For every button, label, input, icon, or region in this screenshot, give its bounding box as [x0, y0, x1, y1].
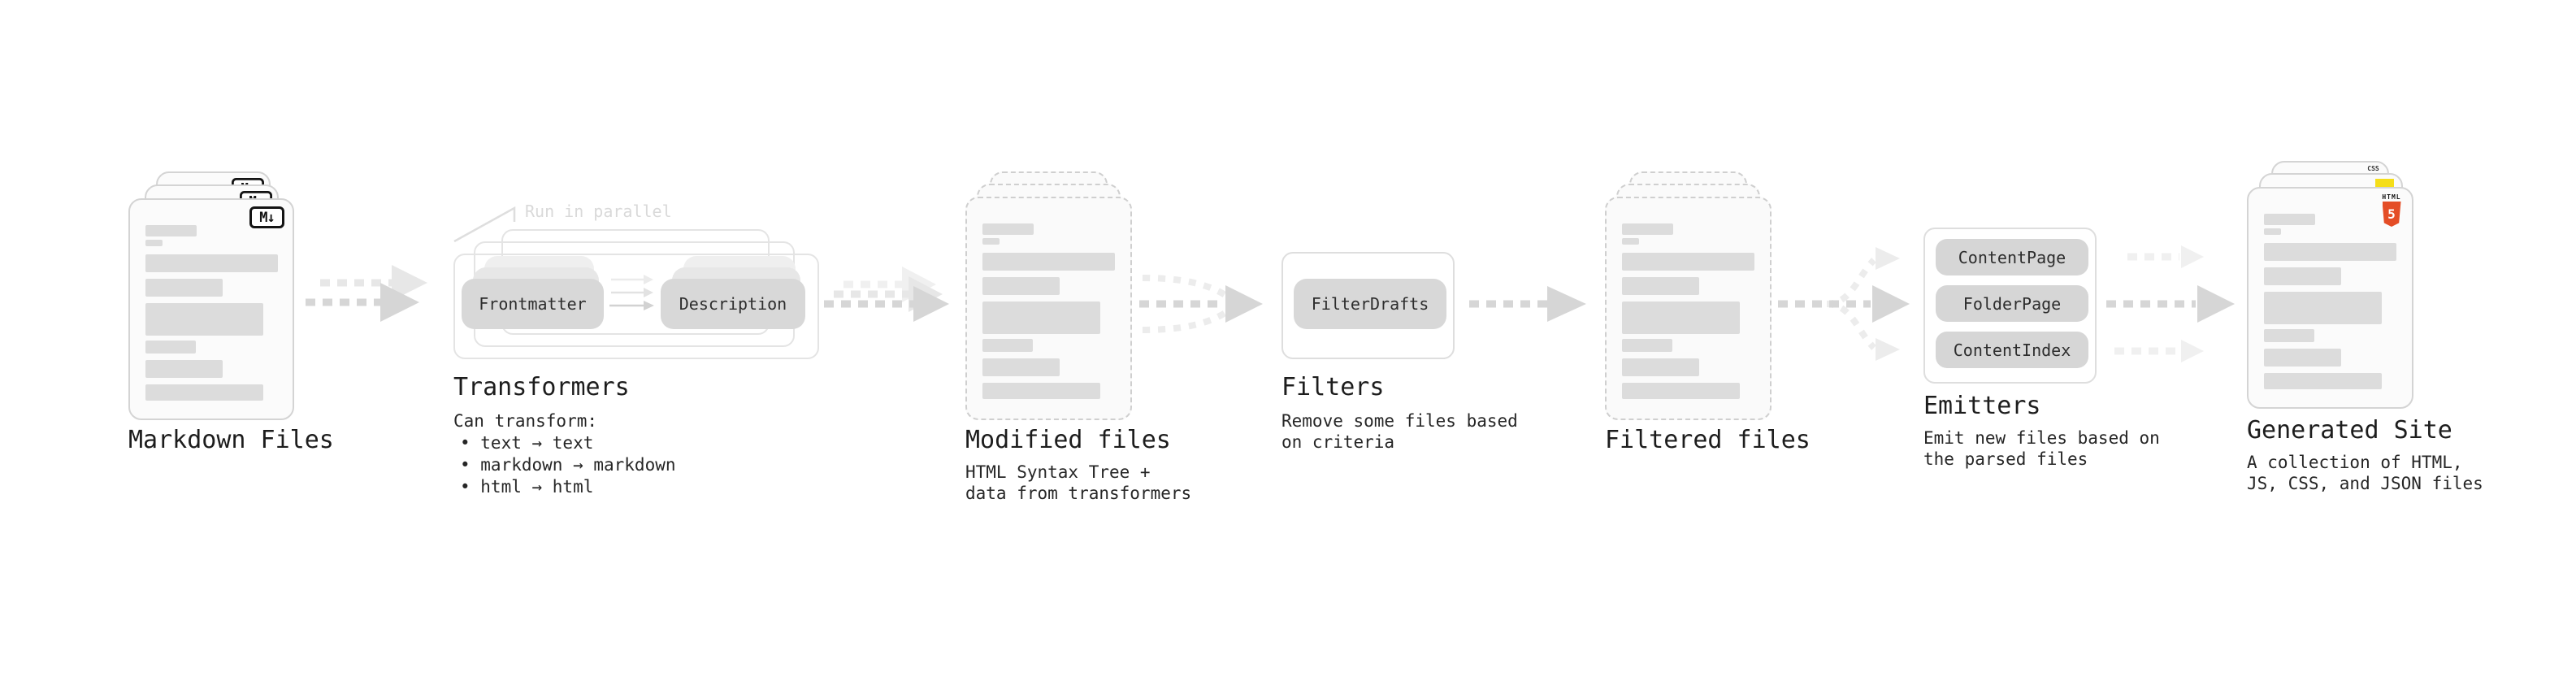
- emitter-pill-contentindex: ContentIndex: [1936, 332, 2088, 368]
- document-card-front: HTML 5: [2247, 187, 2413, 409]
- placeholder-bar: [1622, 301, 1740, 334]
- document-card-front: [965, 197, 1132, 420]
- placeholder-bar: [982, 277, 1060, 295]
- document-card-front: M↓: [128, 198, 294, 420]
- placeholder-bar: [2264, 228, 2281, 235]
- transformer-pill-description: Description: [661, 279, 805, 329]
- placeholder-bar: [145, 279, 223, 297]
- placeholder-bar: [145, 360, 223, 378]
- text-placeholder-bars: [145, 225, 280, 401]
- placeholder-bar: [2264, 373, 2382, 389]
- placeholder-bar: [1622, 339, 1672, 352]
- run-in-parallel-note: Run in parallel: [525, 202, 672, 221]
- placeholder-bar: [145, 254, 278, 272]
- placeholder-bar: [982, 358, 1060, 376]
- markdown-files-heading: Markdown Files: [128, 426, 334, 454]
- placeholder-bar: [1622, 238, 1639, 245]
- filters-heading: Filters: [1281, 373, 1385, 401]
- emitters-subtitle: Emit new files based on the parsed files: [1923, 428, 2160, 469]
- transformer-parallel-arrows: [609, 275, 654, 310]
- document-card-front: [1605, 197, 1772, 420]
- text-placeholder-bars: [982, 223, 1117, 399]
- placeholder-bar: [2264, 349, 2341, 367]
- placeholder-bar: [982, 301, 1100, 334]
- filtered-files-heading: Filtered files: [1605, 426, 1811, 454]
- transformers-subtitle: Can transform:: [453, 411, 598, 431]
- generated-site-subtitle: A collection of HTML, JS, CSS, and JSON …: [2247, 453, 2483, 493]
- placeholder-bar: [982, 223, 1034, 235]
- filtered-files-stack: [1605, 171, 1772, 420]
- placeholder-bar: [2264, 267, 2341, 285]
- bullet-item: • markdown → markdown: [460, 455, 676, 475]
- arrow-emitters-to-generated: [2106, 245, 2235, 362]
- placeholder-bar: [982, 339, 1033, 352]
- placeholder-bar: [1622, 277, 1699, 295]
- filter-pill-filterdrafts: FilterDrafts: [1294, 279, 1446, 329]
- transformers-heading: Transformers: [453, 373, 630, 401]
- javascript-icon: [2375, 179, 2394, 189]
- placeholder-bar: [145, 225, 197, 236]
- filters-subtitle: Remove some files based on criteria: [1281, 411, 1518, 452]
- generated-site-stack: CSS HTML 5: [2247, 161, 2413, 410]
- placeholder-bar: [1622, 383, 1740, 399]
- bullet-item: • text → text: [460, 433, 594, 453]
- placeholder-bar: [2264, 243, 2396, 261]
- arrow-filters-to-filtered: [1469, 286, 1586, 322]
- markdown-files-stack: M↓ M↓ M↓: [128, 171, 294, 420]
- bullet-item: • html → html: [460, 477, 594, 497]
- placeholder-bar: [982, 238, 1000, 245]
- placeholder-bar: [982, 253, 1115, 271]
- run-in-parallel-callout-line: [453, 206, 516, 243]
- placeholder-bar: [145, 384, 263, 401]
- html5-icon: HTML 5: [2381, 193, 2402, 227]
- filters-card: FilterDrafts: [1281, 252, 1455, 359]
- placeholder-bar: [982, 383, 1100, 399]
- arrow-modified-to-filters: [1139, 275, 1263, 333]
- placeholder-bar: [145, 240, 163, 246]
- emitters-heading: Emitters: [1923, 392, 2041, 420]
- transformer-pill-frontmatter: Frontmatter: [462, 279, 604, 329]
- placeholder-bar: [145, 340, 196, 354]
- emitters-card: ContentPage FolderPage ContentIndex: [1923, 228, 2097, 384]
- generated-site-heading: Generated Site: [2247, 416, 2452, 445]
- transformer-run-card-front: [453, 254, 819, 359]
- modified-files-subtitle: HTML Syntax Tree + data from transformer…: [965, 462, 1192, 503]
- placeholder-bar: [1622, 358, 1699, 376]
- text-placeholder-bars: [1622, 223, 1757, 399]
- modified-files-heading: Modified files: [965, 426, 1171, 454]
- arrow-transformers-to-modified: [824, 267, 949, 322]
- placeholder-bar: [2264, 292, 2382, 324]
- placeholder-bar: [2264, 329, 2314, 342]
- placeholder-bar: [1622, 253, 1754, 271]
- markdown-icon: M↓: [249, 206, 284, 228]
- transformers-bullet-list: • text → text • markdown → markdown • ht…: [460, 432, 676, 498]
- placeholder-bar: [2264, 214, 2315, 225]
- text-placeholder-bars: [2264, 214, 2399, 389]
- placeholder-bar: [1622, 223, 1673, 235]
- arrow-markdown-to-transformers: [306, 265, 427, 322]
- emitter-pill-folderpage: FolderPage: [1936, 285, 2088, 322]
- arrow-filtered-to-emitters: [1778, 247, 1910, 361]
- modified-files-stack: [965, 171, 1132, 420]
- emitter-pill-contentpage: ContentPage: [1936, 239, 2088, 275]
- placeholder-bar: [145, 303, 263, 336]
